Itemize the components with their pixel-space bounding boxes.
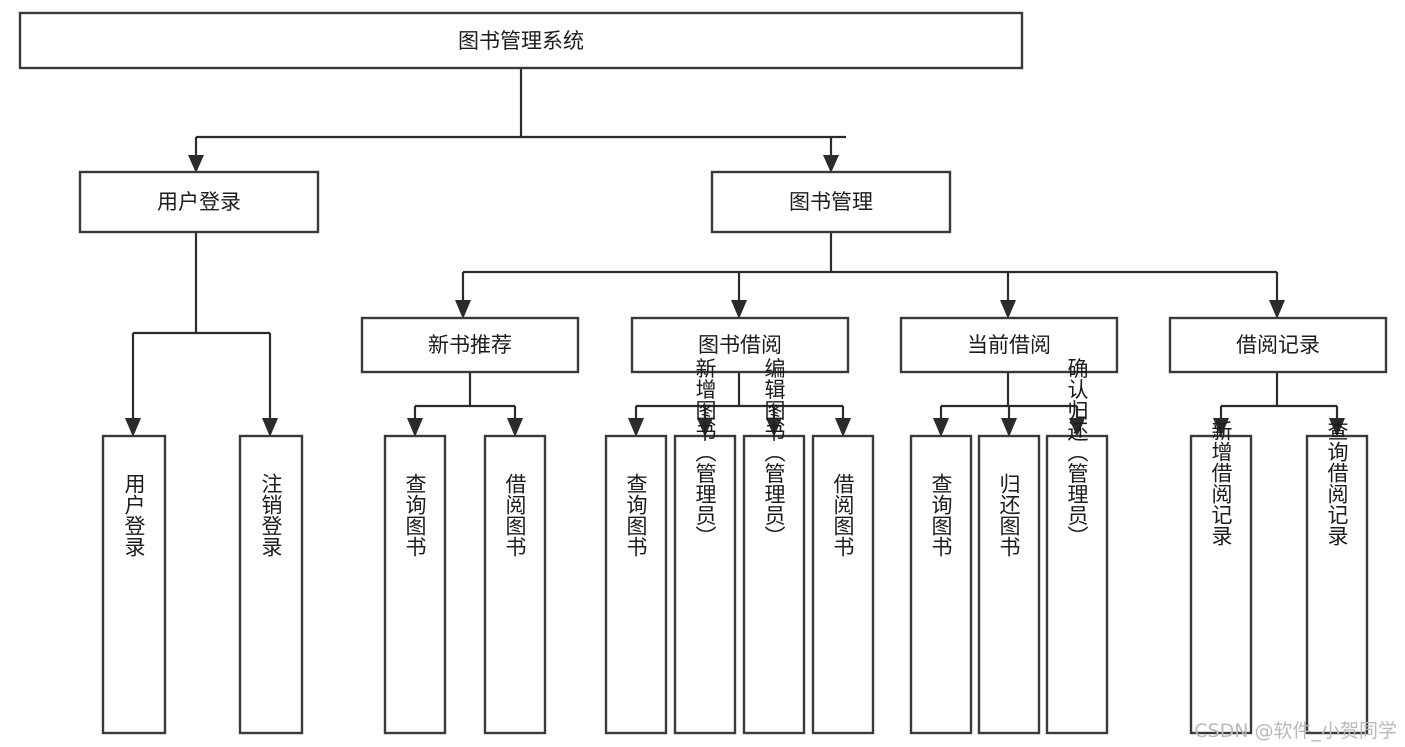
node-leaf-return-book-box[interactable] — [977, 434, 1041, 735]
node-leaf-borrow-book-1[interactable]: 借阅图书 — [483, 434, 547, 735]
node-leaf-edit-book-box[interactable] — [742, 434, 806, 735]
node-root[interactable]: 图书管理系统 — [18, 11, 1024, 70]
node-new-book-recommend[interactable]: 新书推荐 — [360, 316, 580, 374]
node-leaf-query-book-2-label: 查询图书 — [624, 473, 648, 557]
arrow-head-leaf-add-record — [1213, 418, 1229, 437]
node-leaf-query-record-box[interactable] — [1305, 434, 1369, 735]
node-leaf-user-login[interactable]: 用户登录 — [101, 434, 167, 735]
node-leaf-user-logout[interactable]: 注销登录 — [238, 434, 304, 735]
node-leaf-query-book-3[interactable]: 查询图书 — [909, 434, 973, 735]
node-current-borrow[interactable]: 当前借阅 — [899, 316, 1119, 374]
node-leaf-add-record-box[interactable] — [1189, 434, 1253, 735]
arrow-head-leaf-query-book-3 — [933, 418, 949, 437]
node-new-book-recommend-label: 新书推荐 — [428, 333, 512, 357]
node-leaf-user-login-box[interactable] — [101, 434, 167, 735]
arrow-head-leaf-query-record — [1329, 418, 1345, 437]
arrow-head-leaf-user-logout — [262, 418, 278, 437]
node-leaf-query-book-3-box[interactable] — [909, 434, 973, 735]
arrow-head-current-borrow — [1000, 300, 1016, 319]
node-leaf-edit-book[interactable]: 编辑图书（管理员） — [742, 358, 806, 735]
arrow-head-leaf-query-book-2 — [628, 418, 644, 437]
node-leaf-return-book-label: 归还图书 — [997, 473, 1021, 557]
node-book-borrow-box[interactable] — [630, 316, 850, 374]
node-borrow-record-box[interactable] — [1168, 316, 1388, 374]
node-leaf-query-book-2[interactable]: 查询图书 — [604, 434, 668, 735]
node-leaf-add-book-box[interactable] — [673, 434, 737, 735]
node-leaf-add-book-label: 新增图书（管理员） — [693, 358, 717, 547]
node-leaf-confirm-return[interactable]: 确认归还（管理员） — [1045, 358, 1109, 735]
node-leaf-edit-book-label: 编辑图书（管理员） — [762, 358, 786, 547]
node-leaf-confirm-return-label: 确认归还（管理员） — [1065, 358, 1089, 547]
node-leaf-query-record-label: 查询借阅记录 — [1325, 420, 1349, 546]
arrow-head-leaf-edit-book — [766, 418, 782, 437]
node-leaf-query-book-1-label: 查询图书 — [403, 473, 427, 557]
node-leaf-query-book-1-box[interactable] — [383, 434, 447, 735]
node-current-borrow-box[interactable] — [899, 316, 1119, 374]
arrow-head-leaf-user-login — [125, 418, 141, 437]
csdn-watermark: CSDN @软件_小贺同学 — [1194, 720, 1397, 742]
node-leaf-query-book-3-label: 查询图书 — [929, 473, 953, 557]
node-leaf-add-book[interactable]: 新增图书（管理员） — [673, 358, 737, 735]
arrow-head-book-borrow — [731, 300, 747, 319]
node-leaf-query-record[interactable]: 查询借阅记录 — [1305, 420, 1369, 735]
node-leaf-borrow-book-2-box[interactable] — [811, 434, 875, 735]
node-leaf-user-login-label: 用户登录 — [122, 473, 146, 557]
node-leaf-borrow-book-1-box[interactable] — [483, 434, 547, 735]
arrow-head-leaf-confirm-return — [1069, 418, 1085, 437]
node-leaf-user-logout-box[interactable] — [238, 434, 304, 735]
node-root-label: 图书管理系统 — [458, 29, 584, 53]
node-current-borrow-label: 当前借阅 — [967, 333, 1051, 357]
node-borrow-record-label: 借阅记录 — [1236, 333, 1320, 357]
node-borrow-record[interactable]: 借阅记录 — [1168, 316, 1388, 374]
node-book-management[interactable]: 图书管理 — [710, 170, 952, 234]
connector-layer — [125, 68, 1345, 437]
node-leaf-return-book[interactable]: 归还图书 — [977, 434, 1041, 735]
node-leaf-borrow-book-2[interactable]: 借阅图书 — [811, 434, 875, 735]
arrow-head-new-book-recommend — [455, 300, 471, 319]
node-leaf-query-book-2-box[interactable] — [604, 434, 668, 735]
node-leaf-borrow-book-2-label: 借阅图书 — [831, 473, 855, 557]
node-user-login[interactable]: 用户登录 — [78, 170, 320, 234]
node-book-management-label: 图书管理 — [789, 190, 873, 214]
node-new-book-recommend-box[interactable] — [360, 316, 580, 374]
node-leaf-query-book-1[interactable]: 查询图书 — [383, 434, 447, 735]
node-user-login-box[interactable] — [78, 170, 320, 234]
node-leaf-user-logout-label: 注销登录 — [259, 473, 283, 557]
node-user-login-label: 用户登录 — [157, 190, 241, 214]
arrow-head-leaf-borrow-book-2 — [835, 418, 851, 437]
arrow-head-book-management — [823, 155, 839, 173]
arrow-head-leaf-add-book — [697, 418, 713, 437]
arrow-head-leaf-borrow-book-1 — [507, 418, 523, 437]
node-leaf-confirm-return-box[interactable] — [1045, 434, 1109, 735]
node-leaf-borrow-book-1-label: 借阅图书 — [503, 473, 527, 557]
node-book-borrow[interactable]: 图书借阅 — [630, 316, 850, 374]
node-book-management-box[interactable] — [710, 170, 952, 234]
node-leaf-add-record[interactable]: 新增借阅记录 — [1189, 420, 1253, 735]
arrow-head-leaf-query-book-1 — [407, 418, 423, 437]
node-root-box[interactable] — [18, 11, 1024, 70]
node-leaf-add-record-label: 新增借阅记录 — [1209, 420, 1233, 546]
node-book-borrow-label: 图书借阅 — [698, 333, 782, 357]
arrow-head-borrow-record — [1269, 300, 1285, 319]
arrow-head-leaf-return-book — [1001, 418, 1017, 437]
arrow-head-user-login — [188, 155, 204, 173]
